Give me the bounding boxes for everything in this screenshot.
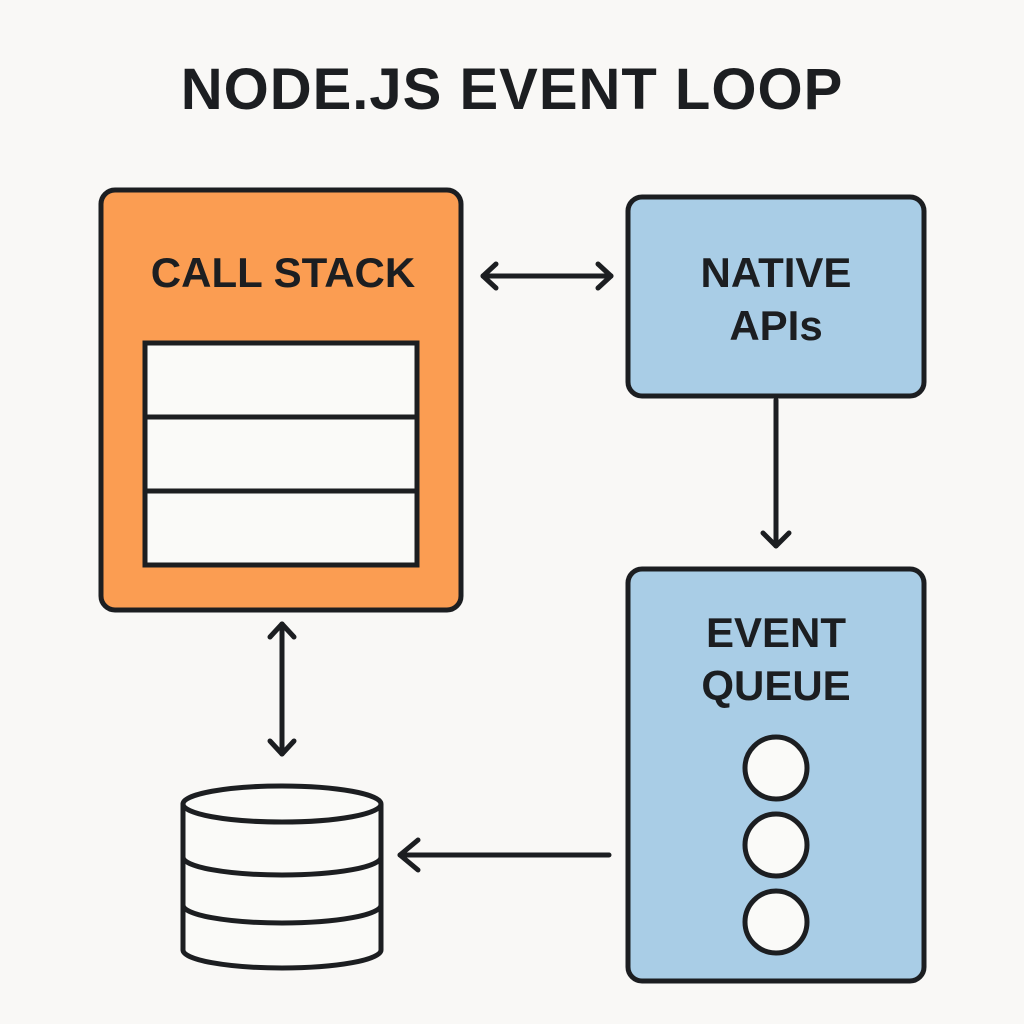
event-queue-node[interactable]: EVENT QUEUE [625, 566, 927, 984]
queue-item [742, 888, 810, 956]
native-apis-label-line1: NATIVE [701, 249, 852, 296]
diagram-title: NODE.JS EVENT LOOP [180, 57, 844, 122]
arrow-eventqueue-database [397, 837, 612, 873]
database-icon[interactable] [180, 783, 384, 971]
native-apis-box [625, 194, 927, 399]
arrow-callstack-nativeapis [480, 261, 614, 291]
event-queue-label-line2: QUEUE [701, 662, 850, 709]
arrow-nativeapis-eventqueue [760, 397, 792, 549]
native-apis-label-line2: APIs [729, 302, 822, 349]
stack-frames [142, 340, 420, 568]
arrow-callstack-database [267, 621, 297, 757]
queue-item [742, 734, 810, 802]
call-stack-node[interactable]: CALL STACK [98, 187, 464, 613]
queue-item [742, 811, 810, 879]
event-queue-label-line1: EVENT [706, 609, 846, 656]
call-stack-label: CALL STACK [151, 249, 415, 296]
native-apis-node[interactable]: NATIVE APIs [625, 194, 927, 399]
